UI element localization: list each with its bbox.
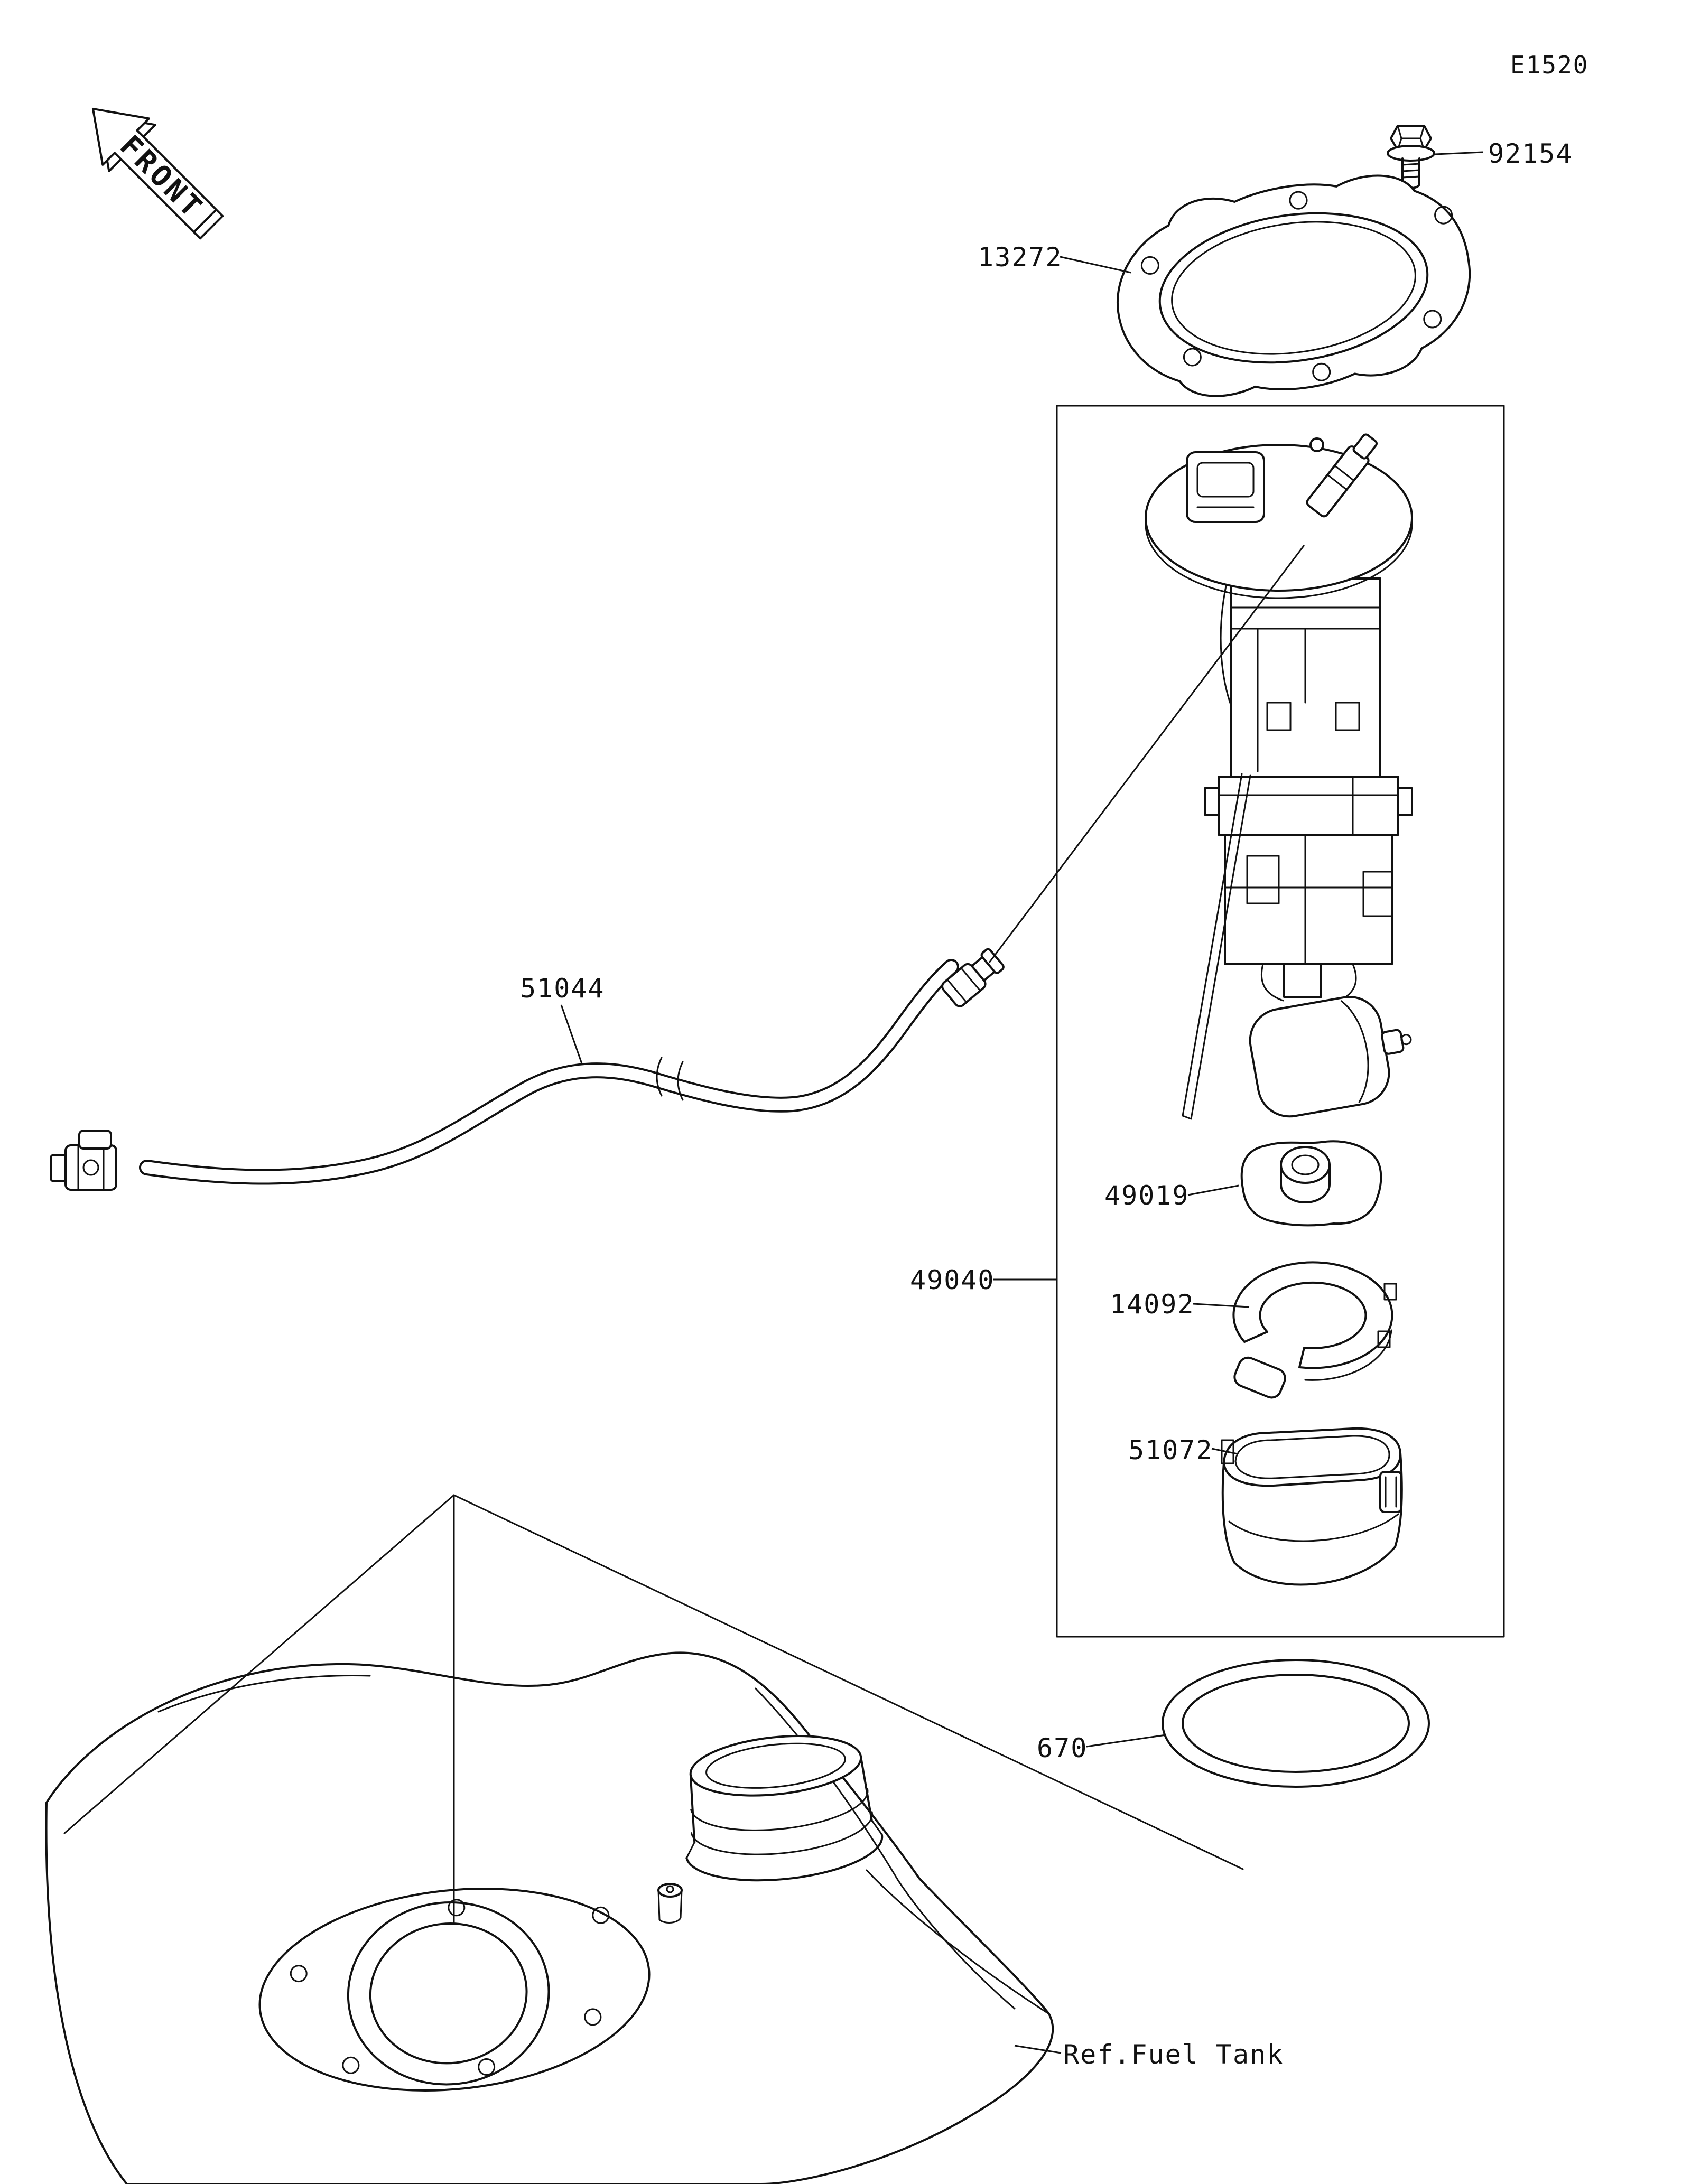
part-label-pump-assembly: 49040 <box>910 1265 995 1295</box>
part-label-hose: 51044 <box>520 973 605 1004</box>
gasket-drawing <box>1117 174 1471 397</box>
fuel-tank-drawing <box>45 1651 1054 2184</box>
part-label-bolt: 92154 <box>1488 138 1573 169</box>
part-label-damper: 49019 <box>1104 1180 1190 1211</box>
part-label-oring: 670 <box>1037 1733 1088 1763</box>
part-label-gasket: 13272 <box>978 242 1063 273</box>
fuel-pump-assembly-drawing <box>1145 433 1413 1586</box>
fuel-hose-drawing <box>50 948 1005 1191</box>
leader-51044 <box>560 1004 583 1066</box>
tank-stud <box>657 1883 683 1924</box>
sender-rod <box>1182 773 1251 1120</box>
page-code: E1520 <box>1510 51 1589 79</box>
oring-drawing <box>1162 1659 1430 1788</box>
damper-plate <box>1240 1140 1382 1227</box>
filler-neck <box>685 1735 884 1882</box>
bolt-drawing <box>1387 125 1435 189</box>
assembly-group-box <box>1056 405 1505 1638</box>
leader-13272 <box>1060 256 1131 274</box>
leader-hose-to-pump <box>988 545 1305 963</box>
leader-51072 <box>1211 1448 1238 1455</box>
filter-canister <box>1249 996 1412 1118</box>
ref-fuel-tank-label: Ref.Fuel Tank <box>1063 2039 1284 2070</box>
holder-clamp <box>1232 1261 1397 1399</box>
leader-670 <box>1086 1734 1166 1748</box>
pump-body <box>1204 577 1413 1002</box>
projection-lines <box>63 1494 1244 1924</box>
hose-left-connector <box>50 1130 117 1191</box>
leader-lines <box>560 151 1483 2054</box>
front-arrow: FRONT <box>91 107 224 240</box>
part-label-holder: 14092 <box>1110 1289 1195 1320</box>
pump-flange-plate <box>1145 433 1413 599</box>
leader-92154 <box>1435 151 1483 155</box>
case-cup <box>1221 1427 1403 1586</box>
leader-ref-fuel-tank <box>1014 2045 1062 2054</box>
part-label-case: 51072 <box>1128 1435 1213 1466</box>
leader-14092 <box>1193 1303 1250 1308</box>
hose-right-connector <box>941 948 1005 1007</box>
leader-49019 <box>1187 1184 1239 1196</box>
front-label: FRONT <box>114 128 211 226</box>
